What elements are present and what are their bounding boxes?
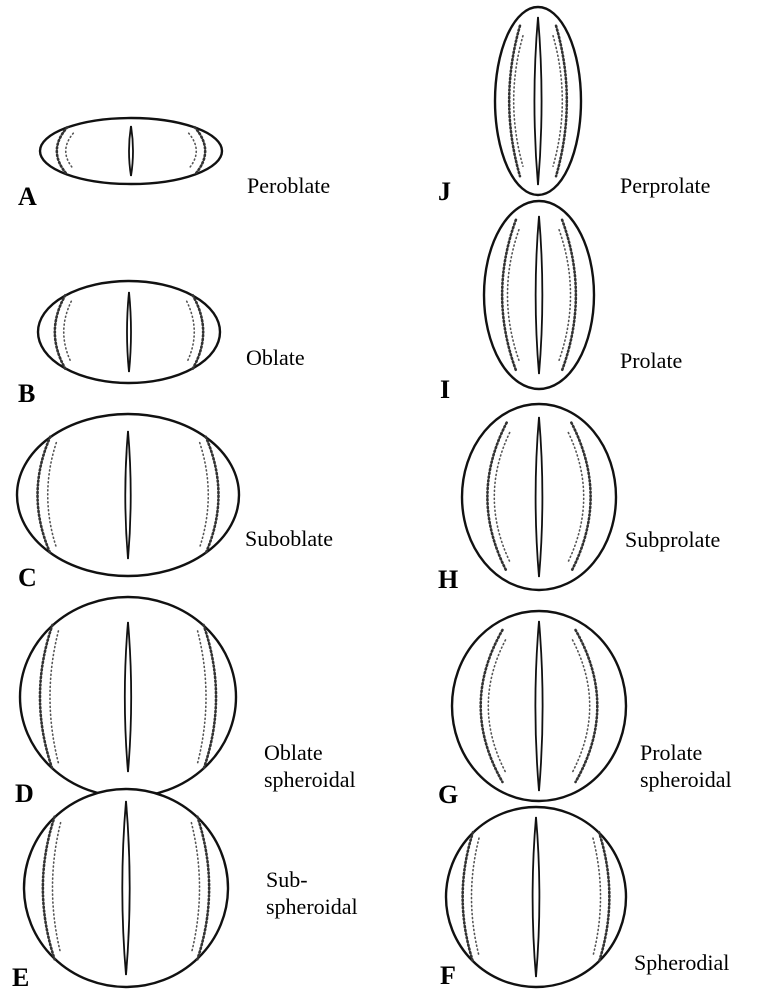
shape-name-line: spheroidal	[266, 894, 358, 919]
shape-name-line: Spherodial	[634, 950, 729, 975]
grain-letter: I	[440, 375, 450, 404]
grain-shape-name: Oblate	[246, 345, 305, 370]
grain-slit	[533, 817, 540, 977]
grain-slit	[536, 417, 543, 577]
shape-name-line: Perprolate	[620, 173, 710, 198]
grain-letter: G	[438, 780, 458, 809]
pollen-grain-i: I Prolate	[440, 201, 682, 404]
grain-letter: D	[15, 779, 34, 808]
pollen-grain-f: F Spherodial	[440, 807, 729, 990]
grain-shape-name: Suboblate	[245, 526, 333, 551]
pollen-grain-b: B Oblate	[18, 281, 305, 408]
grain-shape-name: Subprolate	[625, 527, 720, 552]
shape-name-line: Peroblate	[247, 173, 330, 198]
grain-letter: J	[438, 177, 451, 206]
grain-letter: C	[18, 563, 37, 592]
shape-name-line: Prolate	[640, 740, 702, 765]
grain-shape-name: Perprolate	[620, 173, 710, 198]
pollen-grain-h: H Subprolate	[438, 404, 720, 594]
grain-shape-name: Sub-spheroidal	[266, 867, 358, 919]
shape-name-line: Sub-	[266, 867, 308, 892]
pollen-grain-c: C Suboblate	[17, 414, 333, 592]
grain-slit	[125, 622, 131, 772]
grain-slit	[125, 431, 130, 559]
shape-name-line: Oblate	[264, 740, 323, 765]
pollen-grain-e: E Sub-spheroidal	[12, 789, 358, 992]
grain-letter: A	[18, 182, 37, 211]
shape-name-line: Oblate	[246, 345, 305, 370]
grain-slit	[127, 292, 131, 372]
shape-name-line: Subprolate	[625, 527, 720, 552]
grain-slit	[535, 621, 542, 791]
grain-letter: E	[12, 963, 29, 992]
shape-name-line: Suboblate	[245, 526, 333, 551]
grain-letter: H	[438, 565, 458, 594]
grain-slit	[534, 17, 541, 185]
grain-shape-name: Spherodial	[634, 950, 729, 975]
grain-shape-name: Peroblate	[247, 173, 330, 198]
pollen-grain-a: A Peroblate	[18, 118, 330, 211]
pollen-grain-j: J Perprolate	[438, 7, 710, 206]
grain-letter: B	[18, 379, 35, 408]
grain-shape-name: Prolate	[620, 348, 682, 373]
shape-name-line: spheroidal	[640, 767, 732, 792]
grain-letter: F	[440, 961, 456, 990]
grain-slit	[122, 801, 129, 975]
shape-name-line: Prolate	[620, 348, 682, 373]
grain-slit	[536, 216, 543, 374]
shape-name-line: spheroidal	[264, 767, 356, 792]
grain-slit	[129, 126, 133, 176]
